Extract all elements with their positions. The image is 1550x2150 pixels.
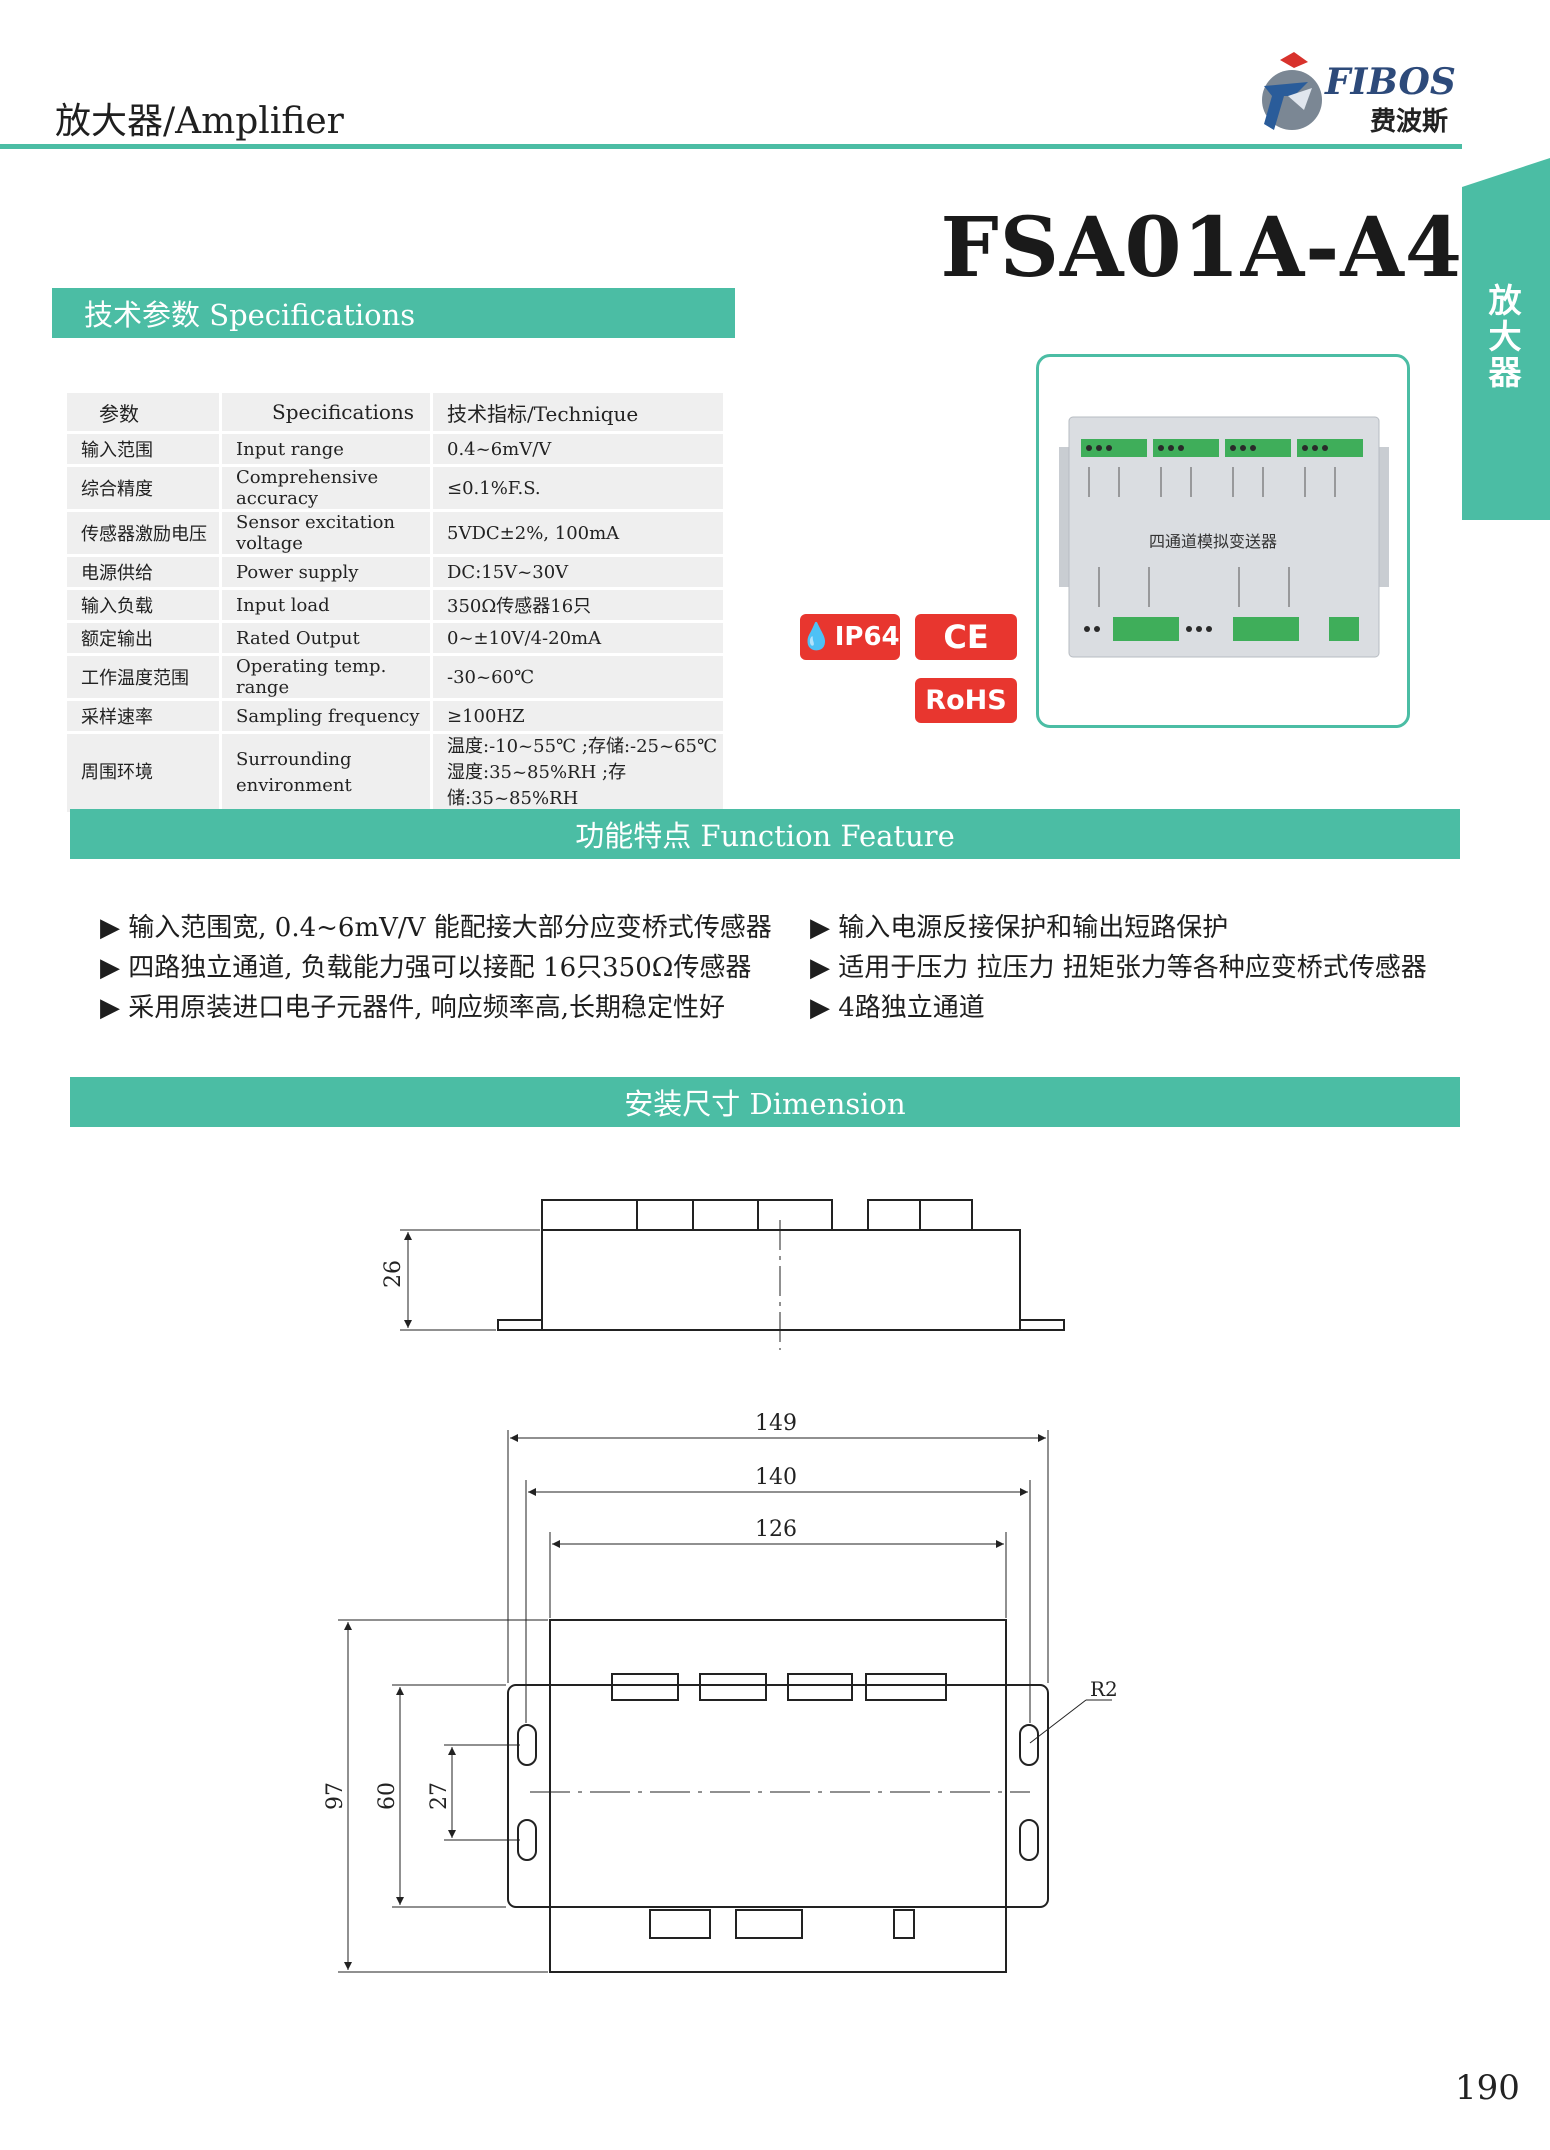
list-item: ▶ 采用原装进口电子元器件, 响应频率高,长期稳定性好 [100,993,726,1023]
page-header-title: 放大器/Amplifier [55,101,344,142]
table-row: 额定输出 Rated Output 0~±10V/4-20mA [64,620,726,656]
row-value: ≥100HZ [430,698,726,734]
row-cn: 传感器激励电压 [64,509,222,557]
dim-radius-label: R2 [1090,1677,1118,1701]
table-row: 采样速率 Sampling frequency ≥100HZ [64,698,726,734]
row-value: ≤0.1%F.S. [430,464,726,512]
row-cn: 工作温度范围 [64,653,222,701]
spec-table-header: 参数 Specifications 技术指标/Technique [64,390,726,434]
dim-height-total-label: 97 [323,1782,348,1810]
dim-width-holes-label: 140 [755,1465,797,1490]
row-en: Operating temp. range [219,653,433,701]
product-photo: 四通道模拟变送器 [1059,416,1389,658]
row-en: Rated Output [219,620,433,656]
row-value: 温度:-10~55℃ ;存储:-25~65℃ 湿度:35~85%RH ;存储:3… [430,731,726,815]
dim-height-holes-label: 27 [427,1782,452,1810]
row-cn: 输入范围 [64,431,222,467]
product-photo-caption: 四通道模拟变送器 [1149,532,1277,551]
logo-text-en: FIBOS [1324,61,1456,103]
row-en: Comprehensive accuracy [219,464,433,512]
table-row: 输入范围 Input range 0.4~6mV/V [64,431,726,467]
list-item: ▶ 输入电源反接保护和输出短路保护 [810,913,1229,943]
feature-section-title: 功能特点 Function Feature [70,809,1460,859]
spec-section-title: 技术参数 Specifications [52,288,735,338]
dim-height-label: 26 [381,1260,406,1288]
list-item: ▶ 4路独立通道 [810,993,985,1023]
product-photo-frame: 四通道模拟变送器 [1036,354,1410,728]
side-tab-label: 放大器 [1488,281,1522,392]
header-rule [0,144,1462,149]
row-en: Surrounding environment [219,731,433,815]
row-en: Sensor excitation voltage [219,509,433,557]
row-cn: 电源供给 [64,554,222,590]
side-tab [1462,158,1550,520]
dim-width-body-label: 126 [755,1517,797,1542]
ip64-label: IP64 [834,622,900,652]
list-item: ▶ 四路独立通道, 负载能力强可以接配 16只350Ω传感器 [100,953,752,983]
table-row: 周围环境 Surrounding environment 温度:-10~55℃ … [64,731,726,815]
dimension-drawing: 26 [323,1199,1118,1973]
model-number: FSA01A-A4 [940,200,1463,296]
logo-text-cn: 费波斯 [1370,107,1448,137]
env-value-line2: 湿度:35~85%RH ;存储:35~85%RH [447,762,627,809]
row-cn: 采样速率 [64,698,222,734]
table-row: 输入负载 Input load 350Ω传感器16只 [64,587,726,623]
dim-width-total-label: 149 [755,1411,797,1436]
row-value: 5VDC±2%, 100mA [430,509,726,557]
row-value: -30~60℃ [430,653,726,701]
dimension-section-title: 安装尺寸 Dimension [70,1077,1460,1127]
dim-height-flange-label: 60 [375,1782,400,1810]
row-cn: 周围环境 [64,731,222,815]
row-en: Input range [219,431,433,467]
list-item: ▶ 适用于压力 拉压力 扭矩张力等各种应变桥式传感器 [810,953,1427,983]
row-en: Input load [219,587,433,623]
row-value: 0.4~6mV/V [430,431,726,467]
table-row: 工作温度范围 Operating temp. range -30~60℃ [64,653,726,701]
row-value: 350Ω传感器16只 [430,587,726,623]
row-cn: 额定输出 [64,620,222,656]
table-row: 电源供给 Power supply DC:15V~30V [64,554,726,590]
water-drop-icon: 💧 [800,622,833,652]
env-value-line1: 温度:-10~55℃ ;存储:-25~65℃ [447,736,718,757]
row-cn: 综合精度 [64,464,222,512]
col-header-param: 参数 [64,390,222,434]
fibos-logo: FIBOS 费波斯 [1250,52,1465,138]
spec-table: 参数 Specifications 技术指标/Technique 输入范围 In… [64,390,726,815]
table-row: 综合精度 Comprehensive accuracy ≤0.1%F.S. [64,464,726,512]
row-cn: 输入负载 [64,587,222,623]
ce-badge: CE [915,614,1017,660]
row-en: Sampling frequency [219,698,433,734]
row-value: DC:15V~30V [430,554,726,590]
feature-list-right: ▶ 输入电源反接保护和输出短路保护 ▶ 适用于压力 拉压力 扭矩张力等各种应变桥… [810,908,1427,1028]
col-header-spec: Specifications [219,390,433,434]
row-en: Power supply [219,554,433,590]
list-item: ▶ 输入范围宽, 0.4~6mV/V 能配接大部分应变桥式传感器 [100,913,772,943]
row-value: 0~±10V/4-20mA [430,620,726,656]
page-number: 190 [1455,2068,1520,2108]
col-header-technique: 技术指标/Technique [430,390,726,434]
table-row: 传感器激励电压 Sensor excitation voltage 5VDC±2… [64,509,726,557]
ip64-badge: 💧 IP64 [800,614,900,660]
rohs-badge: RoHS [915,678,1017,723]
feature-list-left: ▶ 输入范围宽, 0.4~6mV/V 能配接大部分应变桥式传感器 ▶ 四路独立通… [100,908,772,1028]
